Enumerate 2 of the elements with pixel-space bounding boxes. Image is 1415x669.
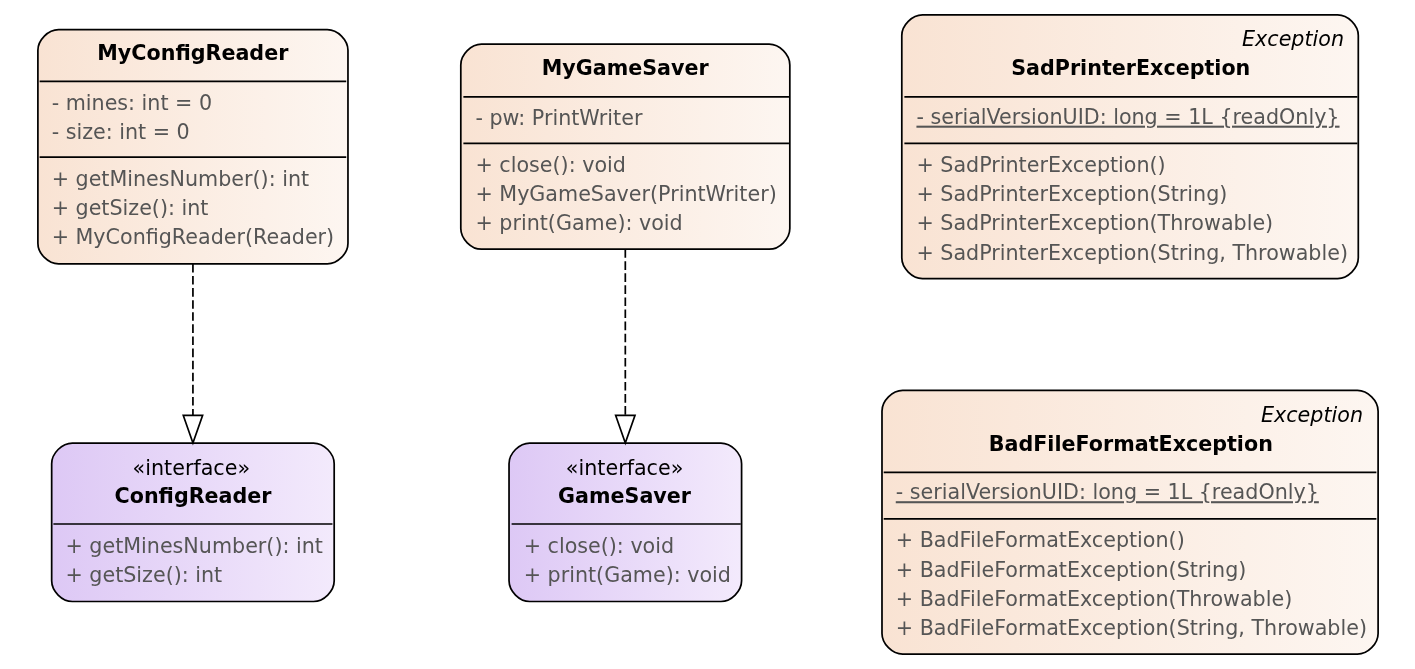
arrow	[613, 248, 636, 446]
arrow	[181, 263, 204, 446]
